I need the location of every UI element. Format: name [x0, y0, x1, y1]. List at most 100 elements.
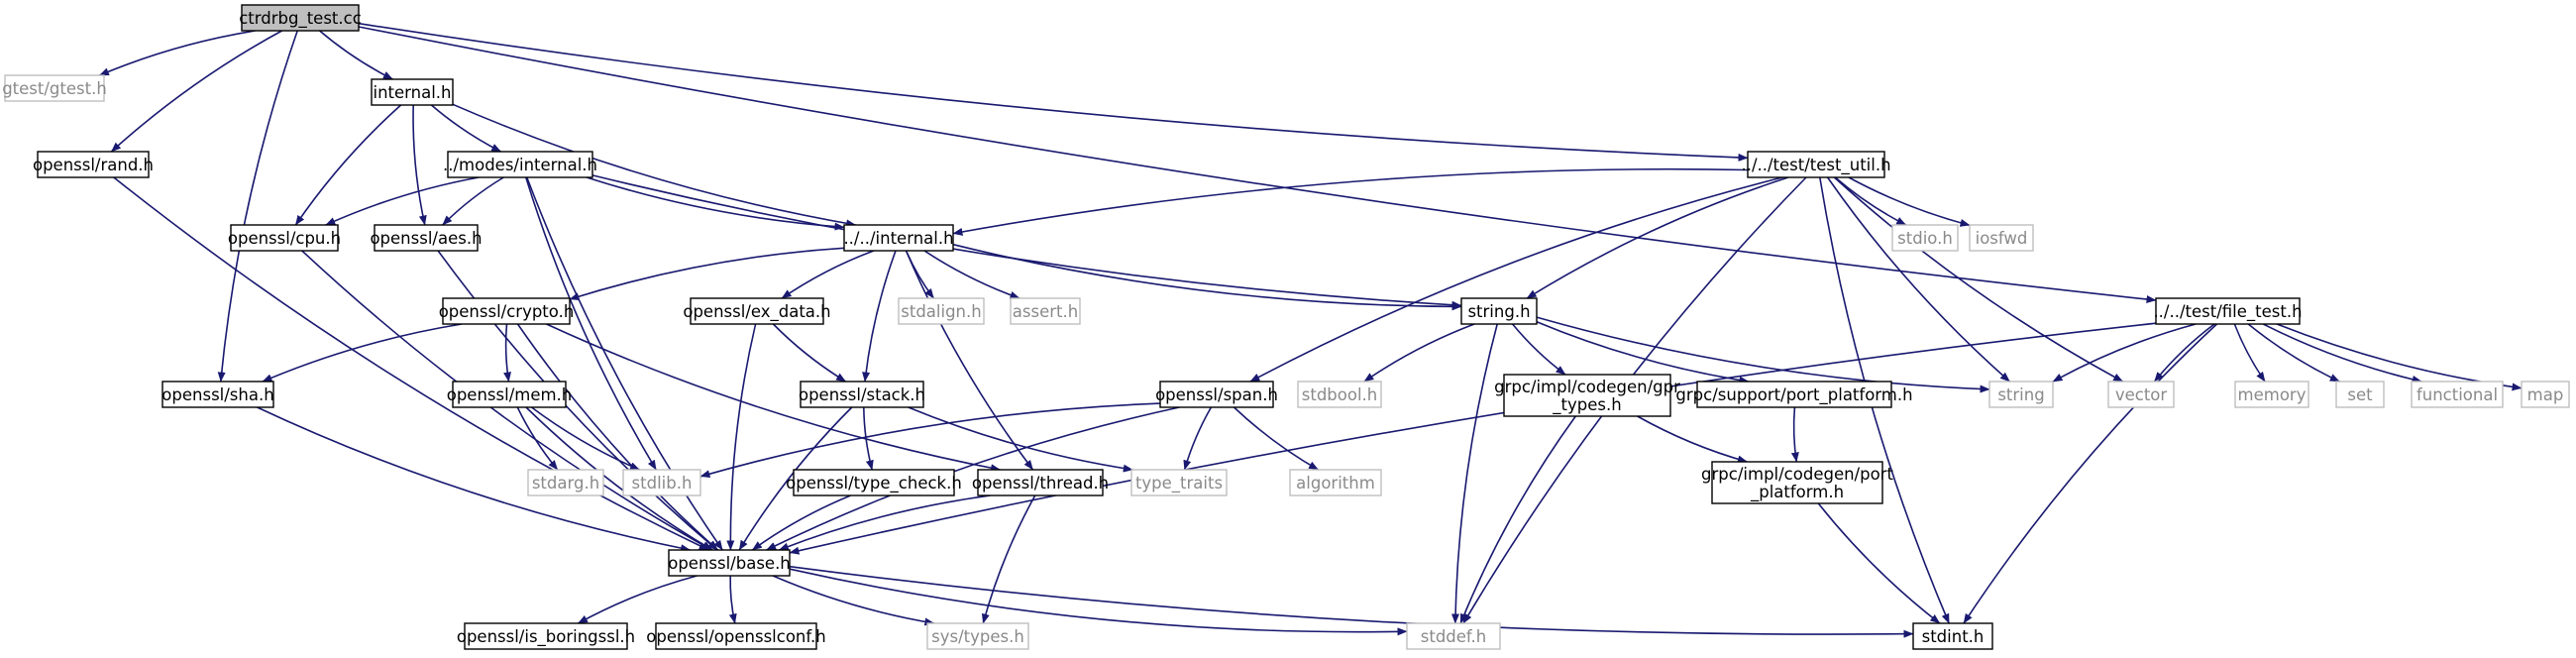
- node-box: [1711, 461, 1883, 504]
- edge-cpu-to-base: [301, 250, 712, 551]
- node-stdalign: stdalign.h: [898, 297, 985, 325]
- edge-dd_internal-to-crypto: [569, 247, 845, 300]
- node-label: grpc/support/port_platform.h: [1675, 385, 1912, 405]
- node-vector: vector: [2107, 381, 2175, 408]
- node-label: ctrdrbg_test.cc: [239, 9, 362, 29]
- node-layer: ctrdrbg_test.ccgtest/gtest.hopenssl/rand…: [2, 4, 2570, 650]
- edge-base-to-stddef: [789, 568, 1408, 636]
- edge-file_test-to-vector: [2153, 323, 2215, 383]
- node-label: openssl/rand.h: [33, 156, 154, 174]
- node-rand[interactable]: openssl/rand.h: [33, 151, 154, 178]
- node-box: [464, 622, 628, 650]
- node-box: [1747, 151, 1885, 178]
- edge-test_util-to-vector: [1833, 176, 2124, 383]
- node-box: [1406, 622, 1501, 650]
- edge-test_util-to-iosfwd: [1848, 176, 1971, 227]
- edge-port_platform_codegen-to-stdint: [1817, 502, 1941, 624]
- node-box: [527, 469, 604, 496]
- node-ex-data[interactable]: openssl/ex_data.h: [683, 297, 831, 325]
- node-label: string.h: [1467, 302, 1530, 321]
- node-box: [1460, 297, 1538, 325]
- node-label: grpc/impl/codegen/gpr_types.h: [1494, 378, 1680, 415]
- node-label: openssl/type_check.h: [786, 474, 962, 494]
- node-stack[interactable]: openssl/stack.h: [799, 381, 925, 408]
- node-label: stdbool.h: [1302, 385, 1378, 404]
- edge-string_h-to-string: [1536, 316, 1990, 393]
- node-box: [2107, 381, 2175, 408]
- node-crypto[interactable]: openssl/crypto.h: [439, 297, 575, 325]
- node-ctrdrbg-test[interactable]: ctrdrbg_test.cc: [239, 4, 362, 32]
- edge-string_h-to-port_platform_support: [1536, 320, 1750, 384]
- edge-test_util-to-stdio: [1834, 176, 1907, 226]
- node-label: openssl/sha.h: [161, 385, 273, 404]
- node-box: [2155, 297, 2301, 325]
- node-type-check[interactable]: openssl/type_check.h: [786, 469, 962, 496]
- edge-gpr_types-to-port_platform_codegen: [1637, 415, 1748, 464]
- edge-file_test-to-map: [2276, 323, 2522, 391]
- edge-thread-to-sys_types: [981, 494, 1036, 624]
- node-label: type_traits: [1135, 474, 1223, 494]
- node-label: internal.h: [373, 83, 451, 102]
- edge-span-to-base: [766, 406, 1180, 551]
- node-gpr-types[interactable]: grpc/impl/codegen/gpr_types.h: [1494, 374, 1680, 417]
- edge-crypto-to-mem: [503, 323, 511, 383]
- node-stdint[interactable]: stdint.h: [1912, 622, 1993, 650]
- node-label: openssl/cpu.h: [228, 229, 341, 248]
- node-string-h[interactable]: string.h: [1460, 297, 1538, 325]
- edge-test_util-to-string_h: [1526, 176, 1789, 299]
- edge-string_h-to-gpr_types: [1511, 323, 1566, 376]
- edge-test_util-to-dd_internal: [952, 167, 1749, 236]
- node-mem[interactable]: openssl/mem.h: [447, 381, 573, 408]
- node-memory: memory: [2234, 381, 2309, 408]
- node-sys-types: sys/types.h: [926, 622, 1029, 650]
- node-label: ../modes/internal.h: [443, 156, 597, 174]
- edge-file_test-to-stdint: [1963, 323, 2218, 624]
- node-base[interactable]: openssl/base.h: [668, 549, 791, 577]
- node-aes[interactable]: openssl/aes.h: [370, 224, 483, 252]
- edge-modes_internal-to-base: [526, 176, 723, 551]
- node-box: [374, 224, 479, 252]
- node-box: [1969, 224, 2034, 252]
- node-thread[interactable]: openssl/thread.h: [972, 469, 1109, 496]
- node-opensslconf[interactable]: openssl/opensslconf.h: [646, 622, 826, 650]
- node-dd-internal[interactable]: ../../internal.h: [843, 224, 954, 252]
- node-box: [2411, 381, 2504, 408]
- node-label: ../../test/file_test.h: [2153, 302, 2302, 322]
- node-box: [161, 381, 274, 408]
- node-internal-h[interactable]: internal.h: [371, 78, 454, 106]
- node-test-util[interactable]: ../../test/test_util.h: [1741, 151, 1891, 178]
- node-span[interactable]: openssl/span.h: [1155, 381, 1278, 408]
- node-cpu[interactable]: openssl/cpu.h: [228, 224, 341, 252]
- edge-ctrdrbg_test-to-file_test: [358, 26, 2157, 303]
- edge-base-to-stdint: [789, 565, 1914, 638]
- node-box: [1988, 381, 2054, 408]
- node-box: [622, 469, 701, 496]
- node-port-platform-codegen[interactable]: grpc/impl/codegen/port_platform.h: [1701, 461, 1893, 504]
- edge-rand-to-base: [113, 176, 709, 551]
- edge-stack-to-type_traits: [908, 406, 1133, 473]
- node-type-traits: type_traits: [1130, 469, 1228, 496]
- edge-modes_internal-to-aes: [442, 176, 504, 226]
- node-sha[interactable]: openssl/sha.h: [161, 381, 274, 408]
- node-port-platform-support[interactable]: grpc/support/port_platform.h: [1675, 381, 1913, 408]
- node-iosfwd: iosfwd: [1969, 224, 2034, 252]
- node-label: openssl/ex_data.h: [683, 302, 830, 322]
- node-box: [655, 622, 817, 650]
- node-stdlib: stdlib.h: [622, 469, 701, 496]
- node-box: [1289, 469, 1382, 496]
- edge-ctrdrbg_test-to-rand: [110, 30, 282, 153]
- edge-dd_internal-to-stdalign: [905, 250, 935, 299]
- node-modes-internal[interactable]: ../modes/internal.h: [443, 151, 597, 178]
- node-label-line: grpc/impl/codegen/gpr: [1494, 378, 1680, 396]
- node-file-test[interactable]: ../../test/file_test.h: [2153, 297, 2303, 325]
- node-is-boringssl[interactable]: openssl/is_boringssl.h: [457, 622, 635, 650]
- node-box: [1503, 374, 1671, 417]
- edge-mem-to-stdarg: [516, 406, 559, 471]
- node-box: [668, 549, 791, 577]
- edge-ctrdrbg_test-to-internal_h: [319, 30, 393, 80]
- node-label: vector: [2115, 385, 2168, 404]
- node-box: [1010, 297, 1081, 325]
- node-box: [1696, 381, 1892, 408]
- node-box: [898, 297, 985, 325]
